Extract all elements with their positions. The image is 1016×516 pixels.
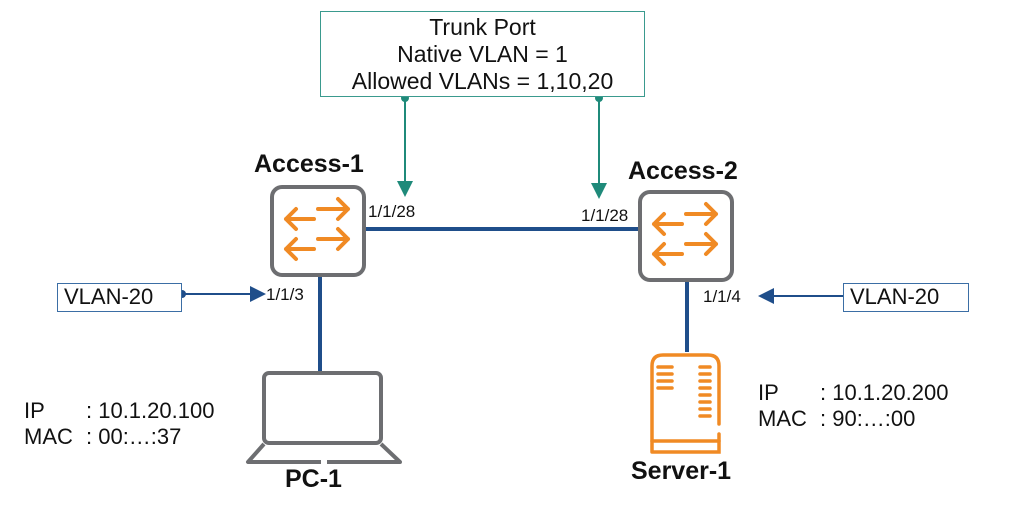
server1-mac-label: MAC bbox=[758, 406, 807, 431]
server1-ip-label: IP bbox=[758, 380, 779, 405]
trunk-port-annotation: Trunk Port Native VLAN = 1 Allowed VLANs… bbox=[320, 11, 645, 97]
access1-access-port: 1/1/3 bbox=[266, 285, 304, 304]
access1-switch[interactable] bbox=[270, 185, 366, 277]
laptop-icon bbox=[246, 371, 402, 464]
trunk-title: Trunk Port bbox=[429, 14, 536, 40]
pc1-info: IP : 10.1.20.100 MAC : 00:…:37 bbox=[24, 398, 214, 450]
server1-ip: : 10.1.20.200 bbox=[820, 380, 949, 405]
access2-label: Access-2 bbox=[628, 157, 738, 185]
access1-uplink-port: 1/1/28 bbox=[368, 202, 416, 221]
access2-uplink-port: 1/1/28 bbox=[581, 206, 629, 225]
vlan-tag-left: VLAN-20 bbox=[57, 283, 182, 312]
vlan-tag-right: VLAN-20 bbox=[843, 283, 969, 312]
switch-icon bbox=[284, 197, 350, 261]
server-icon bbox=[650, 353, 721, 454]
server1-mac: : 90:…:00 bbox=[820, 406, 916, 431]
trunk-allowed-vlans: Allowed VLANs = 1,10,20 bbox=[351, 68, 614, 94]
pc1-ip-label: IP bbox=[24, 398, 45, 423]
pc1-ip: : 10.1.20.100 bbox=[86, 398, 215, 423]
server1-info: IP : 10.1.20.200 MAC : 90:…:00 bbox=[758, 380, 948, 432]
pc1-label: PC-1 bbox=[285, 465, 342, 493]
server1-label: Server-1 bbox=[631, 457, 732, 485]
trunk-native-vlan: Native VLAN = 1 bbox=[397, 41, 568, 67]
switch-icon bbox=[652, 202, 718, 266]
access1-label: Access-1 bbox=[254, 150, 364, 178]
pc1-mac: : 00:…:37 bbox=[86, 424, 182, 449]
access2-access-port: 1/1/4 bbox=[703, 287, 741, 306]
pc1-mac-label: MAC bbox=[24, 424, 73, 449]
access2-switch[interactable] bbox=[638, 190, 734, 282]
